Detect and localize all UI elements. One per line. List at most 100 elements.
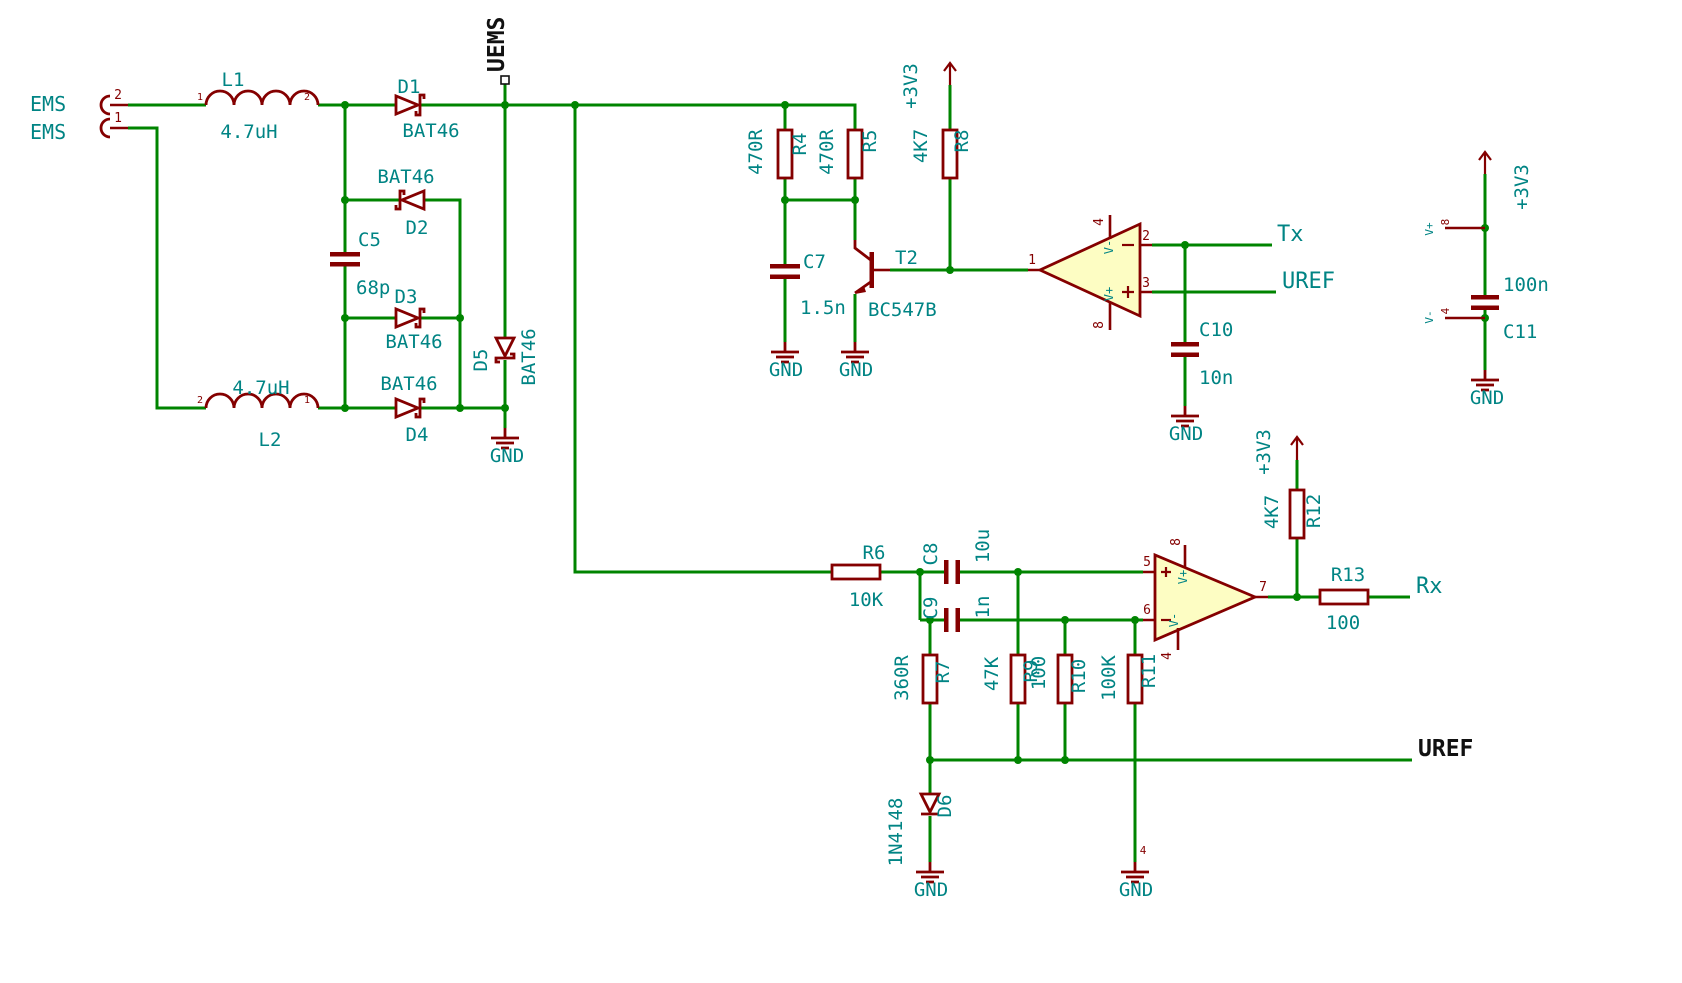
junction-dot	[501, 101, 509, 109]
opamp1-triangle	[1036, 221, 1142, 319]
c7-value: 1.5n	[800, 297, 846, 319]
l1-ref: L1	[222, 69, 245, 91]
c11-ref: C11	[1503, 321, 1537, 343]
c8-value: 10u	[972, 529, 994, 563]
d4-ref: D4	[406, 424, 429, 446]
connector-pin1-number: 1	[114, 111, 122, 126]
inductor-L2: 4.7uH L2 2 1	[197, 377, 320, 451]
resistor-R12: 4K7 R12	[1261, 488, 1325, 540]
d2-ref: D2	[406, 217, 429, 239]
d5-value: BAT46	[518, 328, 540, 385]
opamp1-vplus-label: V+	[1102, 287, 1116, 301]
r9-body	[1009, 653, 1027, 705]
junction-dot	[1131, 616, 1139, 624]
opamp1-pin8-number: 8	[1092, 321, 1107, 329]
junction-dot	[926, 616, 934, 624]
junction-dot	[851, 196, 859, 204]
r11-value: 100K	[1098, 655, 1120, 701]
connector-pin2-number: 2	[114, 88, 122, 103]
r6-body	[830, 563, 882, 581]
c5-ref: C5	[358, 229, 381, 251]
opamp1-pin4-number: 4	[1092, 218, 1107, 226]
junction-dot	[1014, 568, 1022, 576]
d3-schottky-bar	[414, 307, 426, 329]
resistor-R6: R6 10K	[830, 542, 886, 611]
r11-ref: R11	[1138, 654, 1160, 688]
connector-ems: 2 1 EMS EMS	[30, 88, 128, 144]
r6-ref: R6	[863, 542, 886, 564]
d6-ref: D6	[934, 795, 956, 818]
power-pin-vminus-label: V-	[1423, 310, 1436, 323]
r9-value: 47K	[981, 656, 1003, 691]
c7-plate	[770, 264, 800, 269]
r12-ref: R12	[1303, 494, 1325, 528]
r10-ref: R10	[1068, 659, 1090, 693]
junction-dot	[1181, 241, 1189, 249]
resistor-R9: 47K R9	[981, 653, 1042, 705]
junction-dot	[456, 314, 464, 322]
l2-value: 4.7uH	[232, 377, 289, 399]
l1-pin2-number: 2	[304, 92, 310, 103]
c9-ref: C9	[920, 597, 942, 620]
gnd-c10: GND	[1169, 406, 1203, 445]
power-3v3-label: +3V3	[1253, 429, 1275, 475]
power-pin4-number: 4	[1439, 307, 1452, 314]
c8-plate	[955, 560, 960, 584]
power-3v3-r8: +3V3	[900, 61, 957, 109]
l2-pin1-number: 1	[304, 395, 310, 406]
opamp2-plus-mark	[1161, 567, 1171, 577]
gnd-label: GND	[1169, 423, 1203, 445]
net-label-rx: Rx	[1416, 574, 1443, 599]
power-pin-stubs	[1445, 226, 1485, 320]
c5-plate	[330, 252, 360, 257]
d3-value: BAT46	[385, 331, 442, 353]
resistor-R8: 4K7 R8	[910, 128, 973, 180]
junction-dot	[456, 404, 464, 412]
junction-dot	[341, 314, 349, 322]
l2-coil-icon	[204, 392, 320, 409]
diode-D4: BAT46 D4	[380, 373, 437, 446]
gnd-icon	[771, 342, 799, 364]
opamp-2: V+ V- 5 6 7 8 4	[1143, 538, 1268, 660]
r8-value: 4K7	[910, 129, 932, 163]
r7-value: 360R	[891, 655, 913, 701]
d6-value: 1N4148	[885, 798, 907, 867]
power-pin8-number: 8	[1439, 219, 1452, 226]
gnd-icon	[1171, 406, 1199, 428]
d1-schottky-bar	[414, 93, 426, 117]
d6-triangle	[918, 792, 942, 816]
net-label-tx: Tx	[1277, 222, 1304, 247]
net-label-uref-top: UREF	[1282, 269, 1335, 294]
d4-triangle	[394, 396, 422, 420]
junction-dot	[501, 404, 509, 412]
junction-dot	[1061, 756, 1069, 764]
r5-value: 470R	[816, 129, 838, 175]
junction-dot	[926, 756, 934, 764]
resistor-R13: R13 100	[1318, 564, 1370, 634]
r5-body	[846, 128, 864, 180]
gnd-icon	[841, 342, 869, 364]
junction-dot	[781, 196, 789, 204]
r5-ref: R5	[859, 130, 881, 153]
gnd-label: GND	[1119, 879, 1153, 901]
t2-emitter-arrow	[855, 286, 866, 294]
junction-dot	[1061, 616, 1069, 624]
l2-ref: L2	[259, 429, 282, 451]
capacitor-C9: C9 1n	[920, 596, 994, 632]
opamp-1: V- V+ 1 2 3 4 8	[1028, 215, 1152, 330]
r10-body	[1056, 653, 1074, 705]
r9-ref: R9	[1020, 660, 1042, 683]
d5-ref: D5	[470, 349, 492, 372]
capacitor-C11: 100n C11	[1471, 274, 1549, 343]
inductor-L1: L1 4.7uH 1 2	[197, 69, 320, 143]
d2-triangle	[398, 188, 426, 212]
opamp1-plus-mark	[1122, 286, 1134, 298]
c11-value: 100n	[1503, 274, 1549, 296]
gnd-label: GND	[769, 359, 803, 381]
c10-plate	[1171, 342, 1199, 347]
junction-dot	[341, 101, 349, 109]
capacitor-C10: C10 10n	[1171, 319, 1233, 389]
resistor-R5: 470R R5	[816, 128, 881, 180]
resistor-R7: 360R R7	[891, 653, 954, 705]
opamp2-pin4-number: 4	[1160, 652, 1175, 660]
